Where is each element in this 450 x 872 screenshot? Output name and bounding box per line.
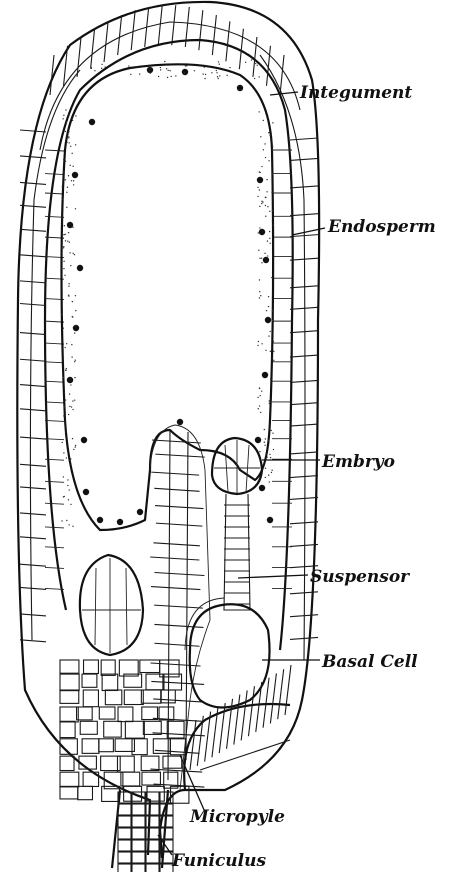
funiculus <box>112 790 173 872</box>
label-funiculus: Funiculus <box>171 851 266 871</box>
leader-lines <box>158 92 325 855</box>
label-integument: Integument <box>299 83 412 103</box>
basal-cell <box>185 598 270 708</box>
label-micropyle: Micropyle <box>189 807 285 827</box>
lower-left-body <box>80 555 143 655</box>
label-suspensor: Suspensor <box>310 567 410 587</box>
endosperm <box>61 59 274 530</box>
label-endosperm: Endosperm <box>327 217 436 237</box>
label-basal-cell: Basal Cell <box>321 652 418 672</box>
embryo <box>212 438 262 494</box>
label-embryo: Embryo <box>321 452 395 472</box>
suspensor <box>224 494 250 610</box>
